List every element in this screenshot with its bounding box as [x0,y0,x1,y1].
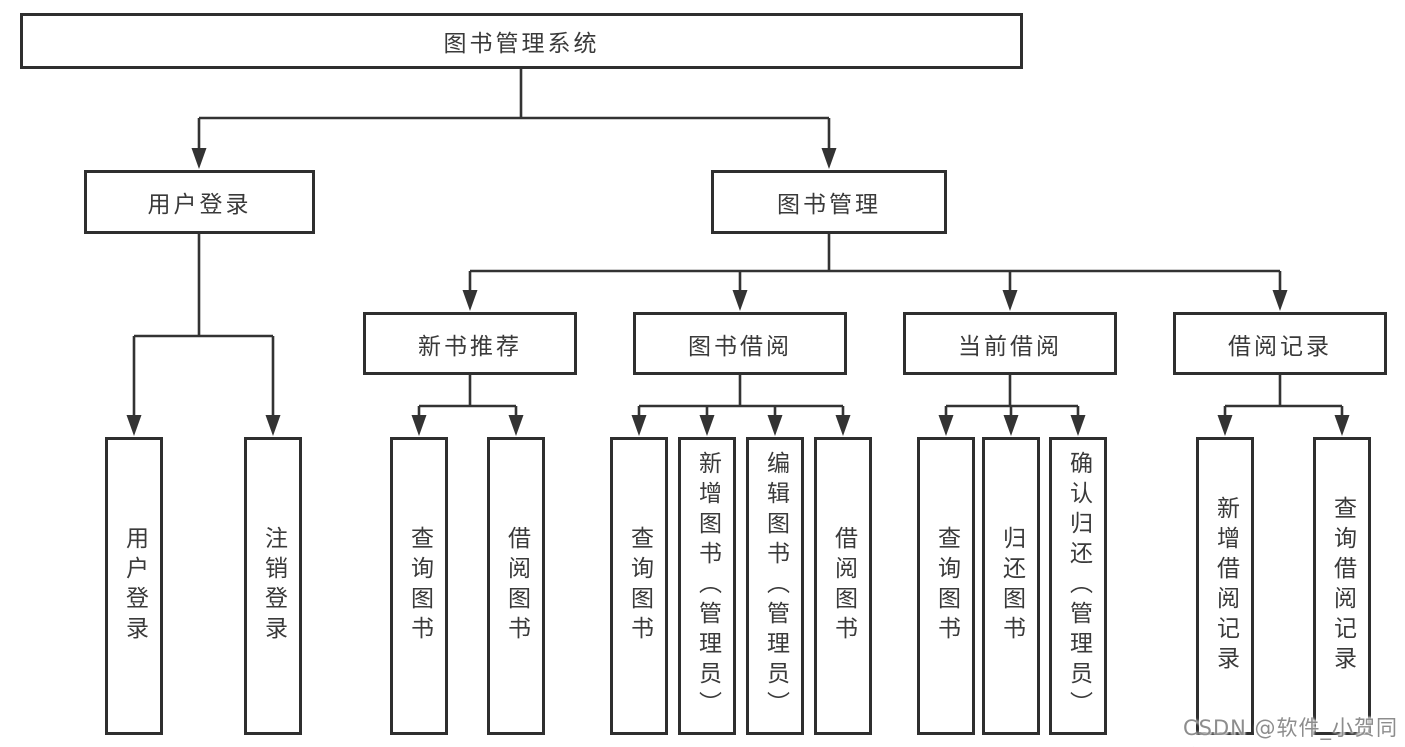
leaf-recommend-query-books-label: 查询图书 [406,526,433,646]
leaf-confirm-return-admin-label: 确认归还（管理员） [1065,451,1092,721]
leaf-edit-books-admin: 编辑图书（管理员） [746,437,804,735]
node-new-book-recommend: 新书推荐 [363,312,577,375]
leaf-current-query-books-label: 查询图书 [933,526,960,646]
node-book-management: 图书管理 [711,170,947,234]
leaf-current-query-books: 查询图书 [917,437,975,735]
csdn-watermark: CSDN @软件_小贺同学 [1183,716,1399,747]
leaf-logout-label: 注销登录 [260,526,287,646]
leaf-borrow-books: 借阅图书 [814,437,872,735]
node-current-borrow: 当前借阅 [903,312,1117,375]
leaf-add-borrow-record-label: 新增借阅记录 [1212,496,1239,676]
leaf-borrow-query-books-label: 查询图书 [626,526,653,646]
leaf-logout: 注销登录 [244,437,302,735]
node-user-login: 用户登录 [84,170,315,234]
node-library-system: 图书管理系统 [20,13,1023,69]
arrowheads [126,148,1350,436]
leaf-add-books-admin-label: 新增图书（管理员） [694,451,721,721]
leaf-user-login-label: 用户登录 [121,526,148,646]
leaf-borrow-query-books: 查询图书 [610,437,668,735]
leaf-query-borrow-record: 查询借阅记录 [1313,437,1371,735]
leaf-return-books-label: 归还图书 [998,526,1025,646]
leaf-query-borrow-record-label: 查询借阅记录 [1329,496,1356,676]
node-book-borrow: 图书借阅 [633,312,847,375]
leaf-confirm-return-admin: 确认归还（管理员） [1049,437,1107,735]
leaf-recommend-borrow-books: 借阅图书 [487,437,545,735]
leaf-edit-books-admin-label: 编辑图书（管理员） [762,451,789,721]
leaf-return-books: 归还图书 [982,437,1040,735]
leaf-borrow-books-label: 借阅图书 [830,526,857,646]
leaf-recommend-borrow-books-label: 借阅图书 [503,526,530,646]
node-borrow-records: 借阅记录 [1173,312,1387,375]
leaf-add-books-admin: 新增图书（管理员） [678,437,736,735]
leaf-recommend-query-books: 查询图书 [390,437,448,735]
leaf-user-login: 用户登录 [105,437,163,735]
leaf-add-borrow-record: 新增借阅记录 [1196,437,1254,735]
